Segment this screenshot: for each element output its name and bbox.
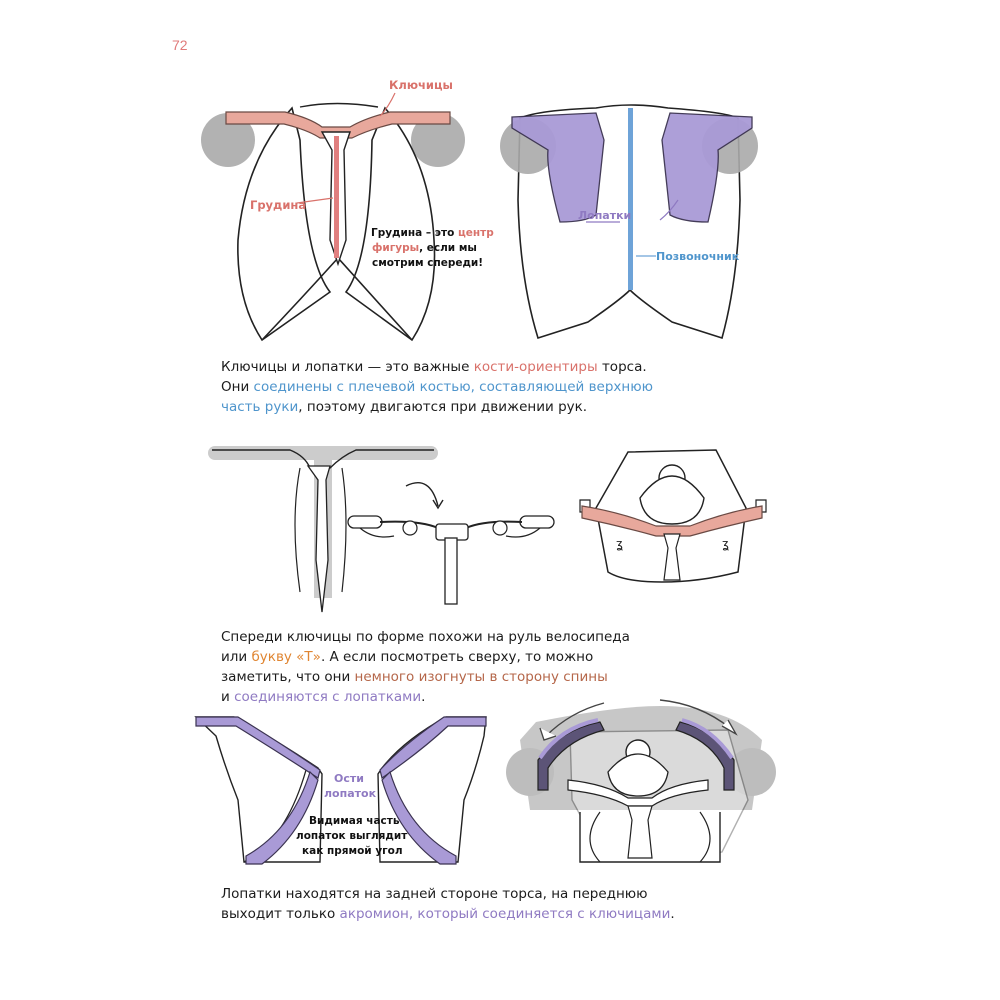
scapula-note-line2: лопаток выглядит: [296, 830, 408, 842]
svg-text:ʓ: ʓ: [616, 537, 623, 551]
torso-top-view-rotation-illustration: [506, 700, 776, 862]
paragraph-bones-landmarks: Ключицы и лопатки — это важные кости-ори…: [221, 357, 781, 417]
label-acromion-line2: лопаток: [324, 787, 377, 800]
rotation-arrow: [406, 483, 438, 506]
bicycle-handlebar-illustration: [348, 483, 554, 604]
sternum: [334, 136, 339, 258]
front-torso-illustration: Ключицы Грудина Грудина – это центр фигу…: [201, 78, 494, 340]
scapula-note-line3: как прямой угол: [302, 845, 403, 857]
back-torso-illustration: Лопатки Позвоночник: [500, 105, 758, 338]
svg-text:ʓ: ʓ: [722, 537, 729, 551]
label-sternum: Грудина: [250, 198, 306, 212]
torso-top-view-illustration: ʓ ʓ: [580, 450, 766, 582]
sternum-note-line1: Грудина – это центр: [371, 227, 494, 239]
paragraph-scapula-position: Лопатки находятся на задней стороне торс…: [221, 884, 781, 924]
label-spine: Позвоночник: [656, 250, 740, 263]
sternum-note-line2: фигуры, если мы: [372, 242, 477, 254]
label-clavicles: Ключицы: [389, 78, 453, 92]
paragraph-handlebar-comparison: Спереди ключицы по форме похожи на руль …: [221, 627, 781, 707]
label-scapulae: Лопатки: [578, 209, 631, 222]
scapula-spines-illustration: Ости лопаток Видимая часть лопаток выгля…: [196, 717, 486, 864]
sternum-note-line3: смотрим спереди!: [372, 257, 483, 269]
label-acromion-line1: Ости: [334, 772, 364, 785]
spine: [628, 108, 633, 290]
scapula-note-line1: Видимая часть: [309, 815, 400, 827]
